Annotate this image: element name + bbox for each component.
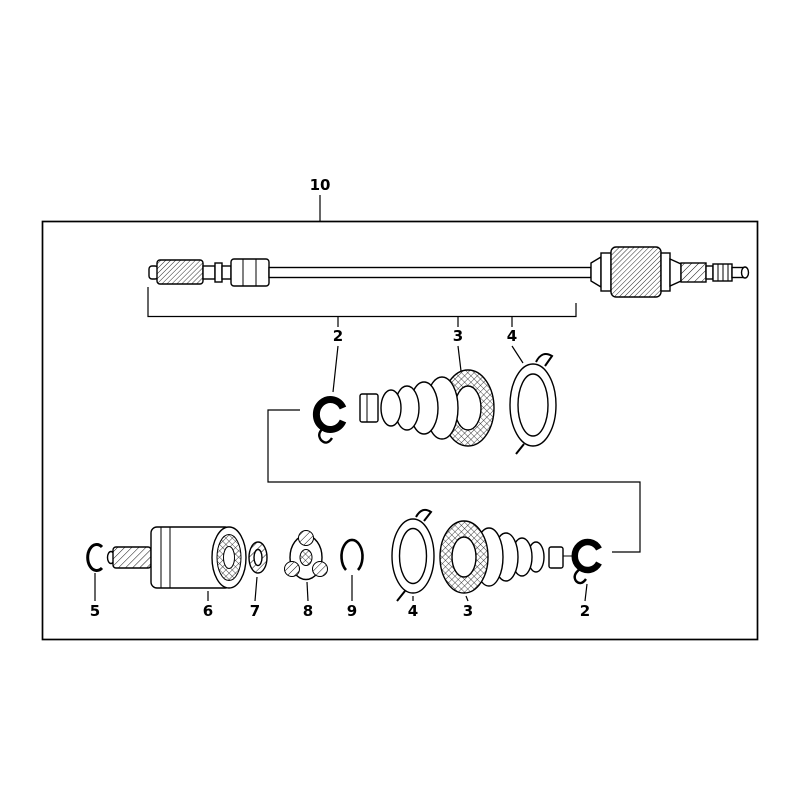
left-splined-end: [156, 259, 204, 285]
diagram-frame: [41, 220, 759, 641]
lower-bracket: [267, 409, 641, 553]
callout-7: 7: [250, 602, 260, 620]
callout-2-outer-leader: [332, 345, 339, 393]
lower-callouts: 5 6 7 8 9 4 3 2: [90, 573, 590, 620]
part-boot-clamp-small-outer: [312, 396, 347, 444]
callout-3-inner: 3: [463, 602, 473, 620]
right-splined-end: [680, 262, 707, 283]
callout-9: 9: [347, 602, 357, 620]
inner-joint-kit: [86, 508, 602, 602]
part-boot-clamp-large-outer: [509, 353, 557, 455]
callout-5: 5: [90, 602, 100, 620]
assembly-callout-group: 10: [310, 176, 331, 221]
shaft-bar: [268, 266, 592, 279]
callout-3-outer-leader: [457, 345, 462, 372]
part-boot-clamp-small-inner: [563, 538, 602, 585]
driveshaft-assembly: [148, 246, 750, 298]
part-inner-joint-housing: [106, 526, 247, 589]
callout-4-inner: 4: [408, 602, 418, 620]
callout-8-leader: [306, 581, 309, 602]
part-cv-boot-outer: [359, 369, 495, 447]
callout-4-outer-leader: [511, 345, 524, 364]
callout-2-inner: 2: [580, 602, 590, 620]
callout-7-leader: [254, 576, 258, 602]
part-snap-ring: [340, 538, 364, 571]
part-boot-clamp-large-inner: [391, 508, 435, 602]
callout-10: 10: [310, 176, 331, 194]
callout-6: 6: [203, 602, 213, 620]
part-spider-assembly: [284, 530, 328, 581]
callout-8: 8: [303, 602, 313, 620]
callout-3-inner-leader: [465, 595, 469, 602]
callout-2-inner-leader: [584, 583, 588, 602]
part-stop-ring: [248, 541, 268, 574]
callout-3-outer: 3: [453, 327, 463, 345]
part-circlip: [86, 543, 104, 572]
callout-4-outer: 4: [507, 327, 517, 345]
outer-joint-housing: [610, 246, 662, 298]
outer-boot-kit: [312, 353, 557, 455]
upper-bracket: 2 3 4: [147, 287, 577, 393]
part-cv-boot-inner: [439, 520, 564, 594]
shaft-damper: [230, 258, 270, 287]
callout-2-outer: 2: [333, 327, 343, 345]
